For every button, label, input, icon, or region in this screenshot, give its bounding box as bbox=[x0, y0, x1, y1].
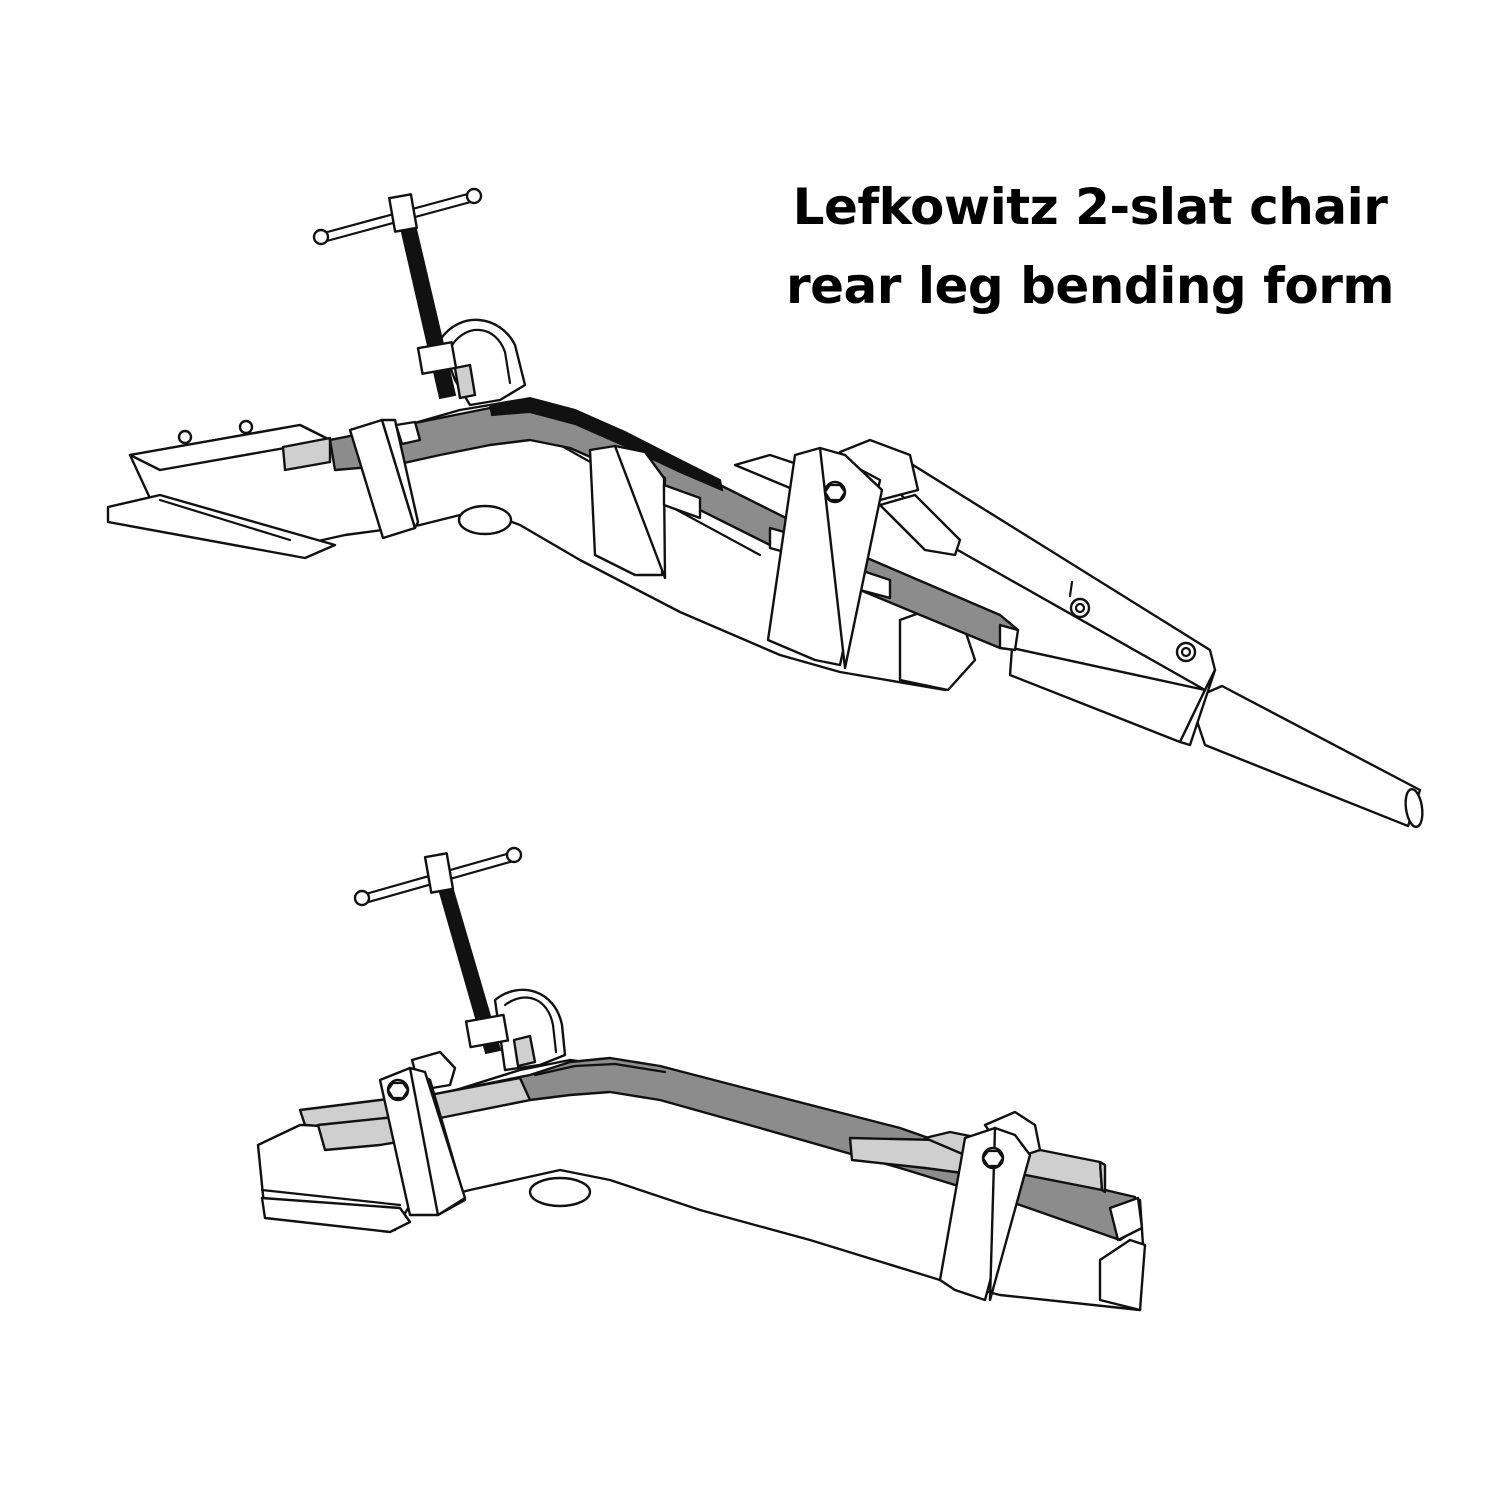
title-line-2: rear leg bending form bbox=[785, 257, 1395, 315]
extension-handle-bar bbox=[1188, 684, 1424, 829]
figure-top-form bbox=[106, 187, 1424, 829]
clamp-block-right-2 bbox=[938, 1110, 1042, 1302]
clamp-band-left bbox=[348, 418, 422, 540]
t-handle-clamp bbox=[312, 187, 527, 407]
t-handle-clamp-2 bbox=[353, 846, 567, 1072]
title-line-1: Lefkowitz 2-slat chair bbox=[792, 178, 1388, 236]
diagram-title: Lefkowitz 2-slat chair rear leg bending … bbox=[760, 168, 1420, 326]
figure-bottom-form bbox=[256, 846, 1147, 1312]
wedge-clamp-block bbox=[733, 438, 962, 670]
clamp-block-left-2 bbox=[378, 1050, 467, 1217]
